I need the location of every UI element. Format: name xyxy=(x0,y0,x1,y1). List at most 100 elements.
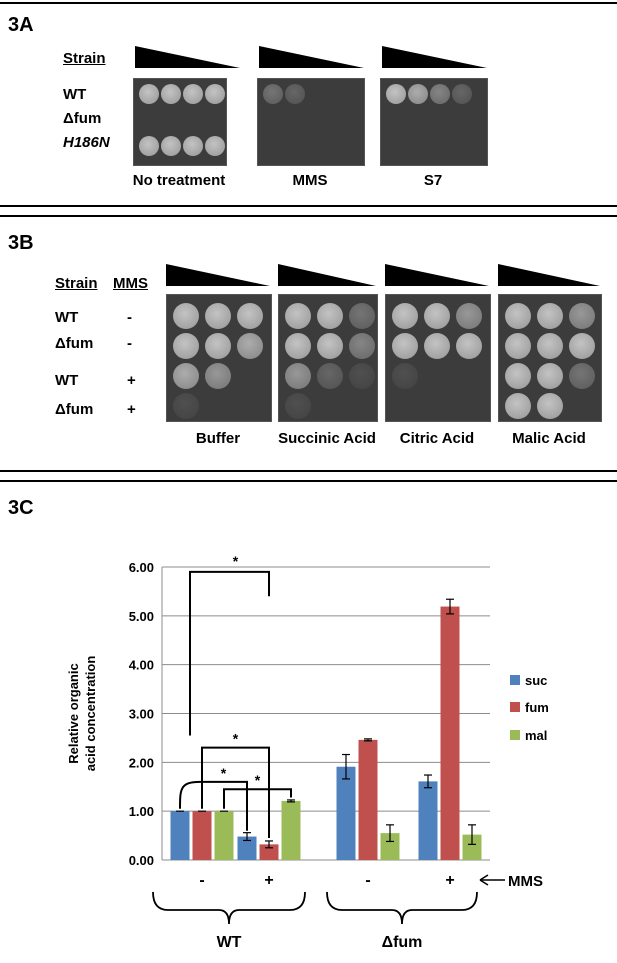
colony-spot xyxy=(349,303,375,329)
plate-caption: Citric Acid xyxy=(399,430,475,447)
group-label-wt: WT xyxy=(217,934,242,951)
legend-label-suc: suc xyxy=(525,673,547,688)
divider-a-bottom xyxy=(0,205,617,207)
colony-spot xyxy=(505,393,531,419)
colony-spot xyxy=(537,393,563,419)
colony-spot xyxy=(205,303,231,329)
colony-spot xyxy=(285,333,311,359)
group-label-dfum: Δfum xyxy=(382,934,423,951)
colony-spot xyxy=(430,84,450,104)
colony-spot xyxy=(349,363,375,389)
divider-b-bottom xyxy=(0,470,617,472)
significance-star: * xyxy=(221,765,227,781)
colony-spot xyxy=(183,84,203,104)
colony-spot xyxy=(205,333,231,359)
y-tick-label: 5.00 xyxy=(129,609,154,624)
bar-mal xyxy=(380,833,400,860)
dilution-wedge xyxy=(498,264,600,286)
colony-spot xyxy=(173,303,199,329)
colony-spot xyxy=(349,333,375,359)
spot-plate xyxy=(133,78,227,166)
colony-spot xyxy=(139,84,159,104)
colony-spot xyxy=(392,333,418,359)
bar-mal xyxy=(462,834,482,860)
colony-spot xyxy=(205,84,225,104)
spot-plate xyxy=(257,78,365,166)
bar-mal xyxy=(281,800,301,860)
bar-suc xyxy=(418,781,438,860)
colony-spot xyxy=(392,303,418,329)
y-tick-label: 0.00 xyxy=(129,853,154,868)
colony-spot xyxy=(183,136,203,156)
colony-spot xyxy=(205,363,231,389)
bar-fum xyxy=(192,811,212,860)
bar-fum xyxy=(259,844,279,860)
significance-star: * xyxy=(255,772,261,788)
colony-spot xyxy=(569,333,595,359)
panel-b-strain-header: Strain xyxy=(55,275,98,292)
colony-spot xyxy=(386,84,406,104)
y-tick-label: 4.00 xyxy=(129,658,154,673)
bar-mal xyxy=(214,811,234,860)
colony-spot xyxy=(537,363,563,389)
significance-star: * xyxy=(233,731,239,747)
plate-caption: Malic Acid xyxy=(512,430,586,447)
plate-caption: No treatment xyxy=(132,172,226,189)
y-tick-label: 1.00 xyxy=(129,804,154,819)
legend-swatch-fum xyxy=(510,702,520,712)
divider-b-top xyxy=(0,215,617,217)
panel-b-strain-label: WT xyxy=(55,372,79,389)
bar-suc xyxy=(237,836,257,860)
mms-category-label: + xyxy=(445,872,454,889)
mms-category-label: + xyxy=(264,872,273,889)
colony-spot xyxy=(161,84,181,104)
colony-spot xyxy=(237,303,263,329)
dilution-wedge xyxy=(385,264,489,286)
plate-caption: Succinic Acid xyxy=(278,430,376,447)
plate-caption: S7 xyxy=(423,172,443,189)
panel-b-mms-label: + xyxy=(127,372,136,389)
legend-label-fum: fum xyxy=(525,700,549,715)
colony-spot xyxy=(237,333,263,359)
mms-category-label: - xyxy=(365,872,370,889)
bar-suc xyxy=(170,811,190,860)
y-axis-label: Relative organic xyxy=(66,663,81,763)
mms-arrow-head xyxy=(479,874,489,886)
panel-a-strain-header: Strain xyxy=(63,50,106,67)
colony-spot xyxy=(285,84,305,104)
panel-c-label: 3C xyxy=(8,497,34,519)
panel-b-mms-label: - xyxy=(127,309,132,326)
colony-spot xyxy=(139,136,159,156)
colony-spot xyxy=(569,363,595,389)
plate-caption: Buffer xyxy=(195,430,241,447)
panel-b-strain-label: Δfum xyxy=(55,401,94,418)
dilution-wedge xyxy=(166,264,270,286)
spot-plate xyxy=(498,294,602,422)
colony-spot xyxy=(317,363,343,389)
spot-plate xyxy=(278,294,378,422)
colony-spot xyxy=(537,333,563,359)
colony-spot xyxy=(408,84,428,104)
colony-spot xyxy=(505,363,531,389)
bracket-suc-wt xyxy=(179,780,248,831)
colony-spot xyxy=(569,303,595,329)
panel-a-strain-label: H186N xyxy=(63,134,110,151)
colony-spot xyxy=(317,333,343,359)
colony-spot xyxy=(452,84,472,104)
colony-spot xyxy=(205,136,225,156)
colony-spot xyxy=(161,136,181,156)
panel-a-strain-label: WT xyxy=(63,86,87,103)
y-axis-label: acid concentration xyxy=(83,656,98,772)
bar-fum xyxy=(358,739,378,860)
legend-label-mal: mal xyxy=(525,728,547,743)
mms-label: MMS xyxy=(508,873,543,890)
bracket-fum-dfum xyxy=(189,570,270,736)
colony-spot xyxy=(505,333,531,359)
colony-spot xyxy=(424,333,450,359)
y-tick-label: 2.00 xyxy=(129,755,154,770)
spot-plate xyxy=(385,294,491,422)
bar-fum xyxy=(440,606,460,860)
colony-spot xyxy=(285,393,311,419)
colony-spot xyxy=(173,393,199,419)
divider-c-top xyxy=(0,480,617,482)
